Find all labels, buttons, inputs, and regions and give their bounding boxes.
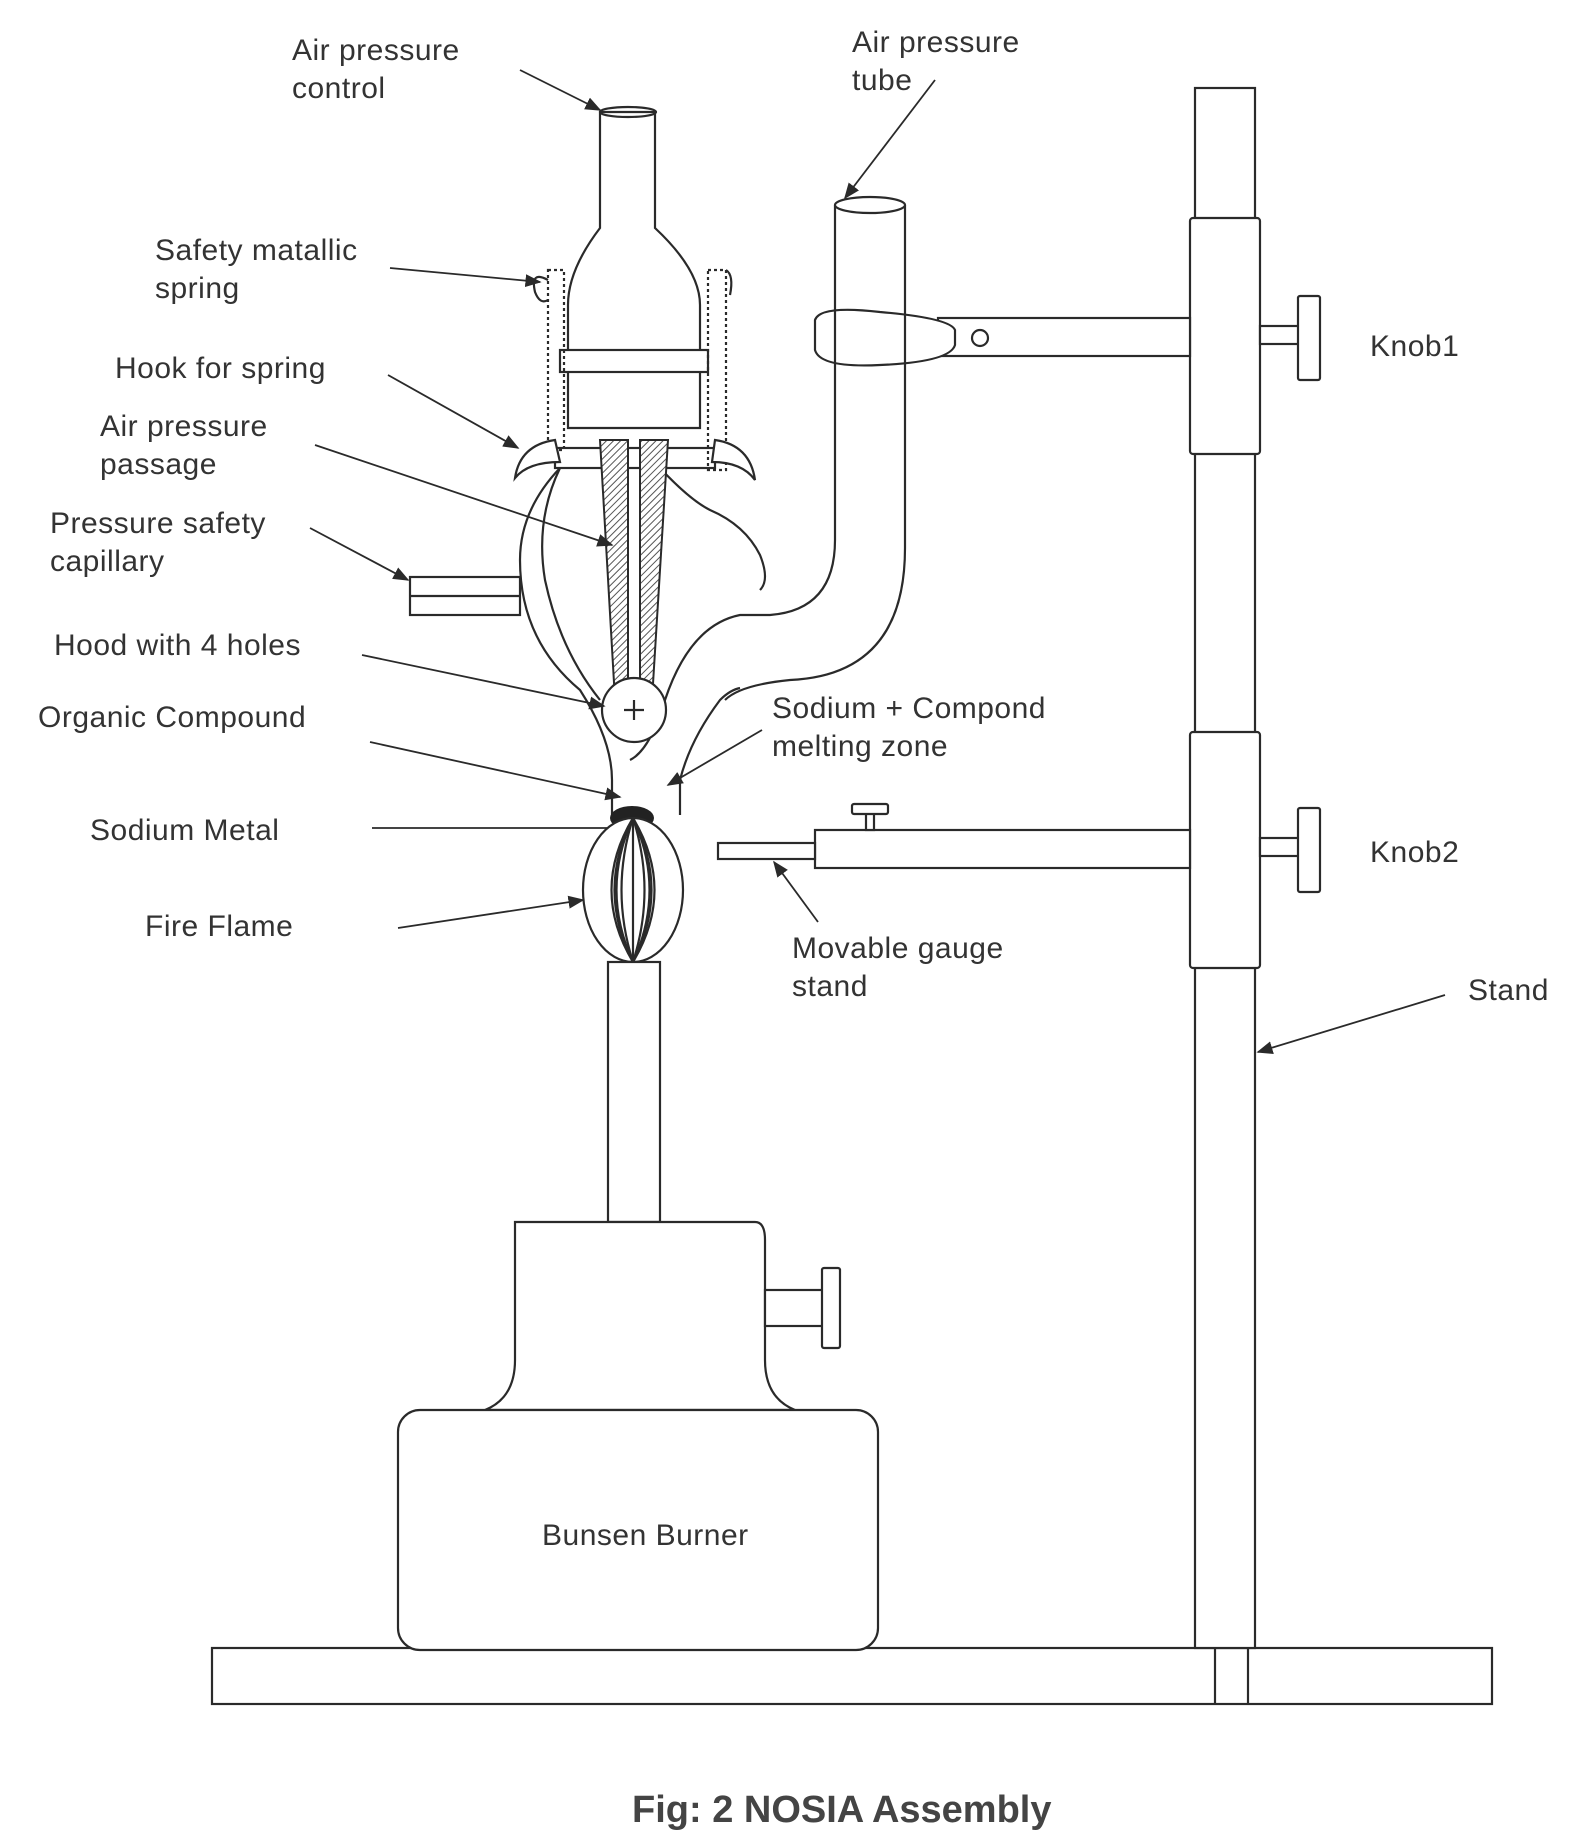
label-hook-for-spring: Hook for spring (115, 352, 326, 385)
label-stand: Stand (1468, 974, 1549, 1007)
label-air-pressure-tube: Air pressure tube (852, 26, 1029, 97)
label-knob2: Knob2 (1370, 836, 1459, 869)
air-pressure-control-flask (566, 110, 702, 430)
label-movable-gauge-stand: Movable gauge stand (792, 932, 1013, 1003)
label-bunsen-burner: Bunsen Burner (542, 1519, 749, 1552)
label-hood-with-holes: Hood with 4 holes (54, 629, 301, 662)
label-air-pressure-control: Air pressure control (292, 34, 469, 105)
label-melting-zone: Sodium + Compond melting zone (772, 692, 1055, 763)
figure-caption: Fig: 2 NOSIA Assembly (632, 1789, 1052, 1831)
burner-tube (606, 960, 662, 1224)
air-pressure-passage (598, 439, 629, 701)
label-organic-compound: Organic Compound (38, 701, 306, 734)
knob2-icon[interactable] (1258, 806, 1322, 894)
safety-spring-right (706, 268, 733, 472)
burner-valve-icon[interactable] (763, 1266, 842, 1350)
base-plate (210, 1646, 1494, 1706)
label-sodium-metal: Sodium Metal (90, 814, 279, 847)
label-knob1: Knob1 (1370, 330, 1459, 363)
stand-rod (1188, 86, 1262, 1650)
leader-lines (309, 69, 1446, 1054)
bunsen-burner-base (396, 1408, 880, 1652)
movable-gauge-stand[interactable] (716, 802, 1192, 870)
hood-with-holes (600, 676, 668, 744)
hook-left (513, 438, 562, 482)
label-fire-flame: Fire Flame (145, 910, 293, 943)
label-safety-spring: Safety matallic spring (155, 234, 366, 305)
label-air-pressure-passage: Air pressure passage (100, 410, 277, 481)
burner-upper-body (484, 1220, 796, 1412)
knob1-icon[interactable] (1258, 294, 1322, 382)
clamp-arm-upper (813, 308, 1192, 367)
label-pressure-safety-capillary: Pressure safety capillary (50, 507, 275, 578)
fire-flame (581, 816, 685, 964)
reaction-bulb (518, 467, 767, 781)
hook-right (710, 438, 757, 481)
